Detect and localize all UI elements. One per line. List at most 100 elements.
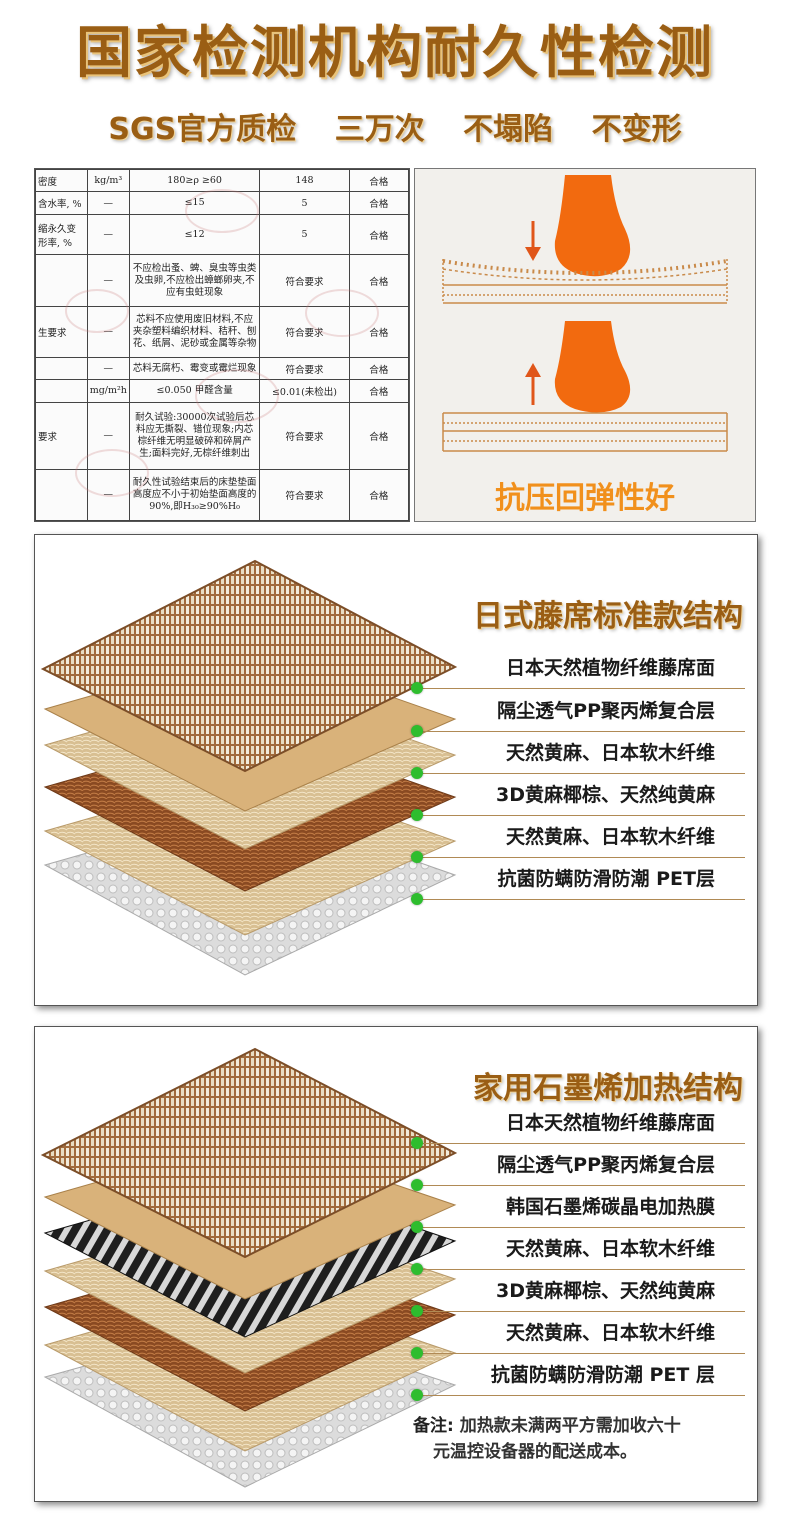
report-cell: — [86,356,130,381]
report-cell: 符合要求 [259,305,350,358]
leader-dot-icon [411,1221,423,1233]
report-cell: kg/m³ [86,169,130,193]
leader-dot-icon [411,1179,423,1191]
graphene-layer-1: 日本天然植物纤维藤席面 [499,1107,721,1139]
report-cell: 合格 [348,379,409,403]
leader-dot-icon [411,725,423,737]
report-cell: 合格 [348,468,409,521]
report-row: —耐久性试验结束后的床垫垫面高度应不小于初始垫面高度的90%,即H₃₀≥90%H… [35,468,409,521]
standard-structure-panel: 日式藤席标准款结构 日本天然植物纤维藤席面 隔尘透气PP聚丙烯复合层 天然黄麻、… [34,534,758,1006]
heating-note: 备注: 加热款未满两平方需加收六十 元温控设备器的配送成本。 [413,1413,681,1465]
rebound-illustration: 抗压回弹性好 [414,168,756,522]
report-cell: 符合要求 [259,254,350,307]
note-line-2: 元温控设备器的配送成本。 [433,1442,637,1462]
graphene-layer-2: 隔尘透气PP聚丙烯复合层 [491,1149,721,1181]
leader-dot-icon [411,809,423,821]
standard-layer-1: 日本天然植物纤维藤席面 [499,652,721,684]
leader-dot-icon [411,1347,423,1359]
report-cell: 缩永久变形率, % [35,213,88,256]
report-row: mg/m²h≤0.050 甲醛含量≤0.01(未检出)合格 [35,379,409,403]
graphene-layer-3: 韩国石墨烯碳晶电加热膜 [499,1191,721,1223]
report-cell: — [86,305,130,358]
report-cell: 合格 [348,213,409,256]
standard-layers-graphic [40,559,458,976]
standard-layer-3: 天然黄麻、日本软木纤维 [499,737,721,769]
report-cell [35,356,88,381]
report-cell: 要求 [35,401,88,470]
leader-dot-icon [411,851,423,863]
report-cell: 合格 [348,169,409,193]
subtitle-no-collapse: 不塌陷 [463,112,554,147]
report-cell: — [86,254,130,307]
report-cell: 耐久试验:30000次试验后芯料应无撕裂、错位现象;内芯棕纤维无明显破碎和碎屑产… [128,401,261,470]
report-cell: 芯料不应使用废旧材料,不应夹杂塑料编织材料、秸秆、刨花、纸屑、泥砂或金属等杂物 [128,305,261,358]
leader-dot-icon [411,1137,423,1149]
leader-dot-icon [411,767,423,779]
foot-icon [554,321,631,413]
report-row: —不应检出蚤、蜱、臭虫等虫类及虫卵,不应检出蟑螂卵夹,不应有虫蛀现象符合要求合格 [35,254,409,307]
report-cell: 148 [259,169,350,193]
page-title: 国家检测机构耐久性检测 [76,21,714,86]
report-row: —芯料无腐朽、霉变或霉烂现象符合要求合格 [35,356,409,381]
report-cell [35,254,88,307]
graphene-structure-panel: 家用石墨烯加热结构 日本天然植物纤维藤席面 隔尘透气PP聚丙烯复合层 韩国石墨烯… [34,1026,758,1502]
report-cell: 5 [259,213,350,256]
subtitle-no-deform: 不变形 [591,112,682,147]
report-cell: ≤0.01(未检出) [259,379,350,403]
foot-icon [554,175,631,277]
report-cell: mg/m²h [86,379,130,403]
graphene-panel-title: 家用石墨烯加热结构 [473,1071,743,1106]
report-cell: — [86,401,130,470]
rebound-caption: 抗压回弹性好 [495,481,675,516]
graphene-layer-5: 3D黄麻椰棕、天然纯黄麻 [490,1275,721,1307]
mattress-surface-icon [442,259,728,275]
standard-layer-2: 隔尘透气PP聚丙烯复合层 [491,695,721,727]
page-subtitle: SGS官方质检 三万次 不塌陷 不变形 [0,104,790,148]
subtitle-times: 三万次 [334,112,425,147]
report-cell: ≤12 [128,213,261,256]
report-cell: 合格 [348,401,409,470]
graphene-layers-graphic [40,1047,458,1488]
report-cell: 合格 [348,356,409,381]
report-cell: 合格 [348,191,409,215]
report-cell: — [86,468,130,521]
report-cell: 不应检出蚤、蜱、臭虫等虫类及虫卵,不应检出蟑螂卵夹,不应有虫蛀现象 [128,254,261,307]
graphene-layer-6: 天然黄麻、日本软木纤维 [499,1317,721,1349]
report-cell: 符合要求 [259,356,350,381]
report-cell: — [86,191,130,215]
graphene-layer-4: 天然黄麻、日本软木纤维 [499,1233,721,1265]
standard-layer-4: 3D黄麻椰棕、天然纯黄麻 [490,779,721,811]
report-row: 生要求—芯料不应使用废旧材料,不应夹杂塑料编织材料、秸秆、刨花、纸屑、泥砂或金属… [35,305,409,358]
note-line-1: 加热款未满两平方需加收六十 [459,1416,681,1436]
subtitle-sgs: SGS官方质检 [108,112,297,147]
report-cell: 180≥ρ ≥60 [128,169,261,193]
leader-dot-icon [411,1305,423,1317]
report-cell: ≤0.050 甲醛含量 [128,379,261,403]
report-cell: 密度 [35,169,88,193]
report-cell: 芯料无腐朽、霉变或霉烂现象 [128,356,261,381]
report-cell [35,379,88,403]
report-cell: 符合要求 [259,468,350,521]
layer-rattan [40,1047,458,1259]
report-cell: 合格 [348,305,409,358]
leader-dot-icon [411,1389,423,1401]
graphene-layer-7: 抗菌防螨防滑防潮 PET 层 [484,1359,721,1391]
report-row: 要求—耐久试验:30000次试验后芯料应无撕裂、错位现象;内芯棕纤维无明显破碎和… [35,401,409,470]
report-cell: — [86,213,130,256]
note-label: 备注: [413,1416,454,1436]
rebound-graphic [442,175,728,452]
leader-dot-icon [411,893,423,905]
report-cell: 耐久性试验结束后的床垫垫面高度应不小于初始垫面高度的90%,即H₃₀≥90%H₀ [128,468,261,521]
report-cell [35,468,88,521]
leader-dot-icon [411,682,423,694]
leader-dot-icon [411,1263,423,1275]
report-cell: 含水率, % [35,191,88,215]
standard-panel-title: 日式藤席标准款结构 [473,599,743,634]
report-cell: ≤15 [128,191,261,215]
layer-rattan [40,559,458,773]
